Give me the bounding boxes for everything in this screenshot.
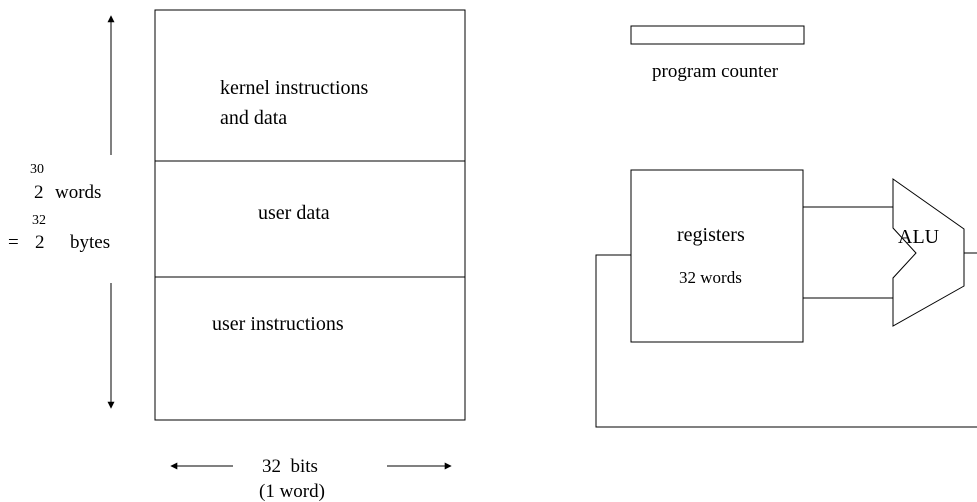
- memory-width-arrow: 32 bits (1 word): [170, 456, 452, 502]
- width-sublabel: (1 word): [259, 481, 325, 502]
- user-instructions-region-label: user instructions: [212, 313, 344, 335]
- registers-box: [630, 169, 804, 343]
- datapath-wires: [595, 206, 977, 428]
- memory-size-label: 30 2 words 32 = 2 bytes: [8, 162, 110, 253]
- alu-label: ALU: [898, 226, 940, 248]
- user-data-region-label: user data: [258, 202, 330, 224]
- registers: registers 32 words: [630, 169, 804, 343]
- kernel-region-label-line1: kernel instructions: [220, 77, 369, 99]
- size-words-base: 2: [34, 182, 44, 203]
- alu: ALU: [892, 178, 965, 327]
- size-words-unit: words: [55, 182, 101, 203]
- size-words-exponent: 30: [30, 162, 44, 177]
- program-counter-box: [630, 25, 805, 45]
- memory-block: kernel instructions and data user data u…: [154, 9, 466, 421]
- size-bytes-prefix: =: [8, 232, 19, 253]
- size-bytes-base: 2: [35, 232, 45, 253]
- program-counter-label: program counter: [652, 61, 779, 82]
- size-bytes-unit: bytes: [70, 232, 110, 253]
- wire-feedback-loop: [595, 254, 977, 428]
- memory-outline: [154, 9, 466, 421]
- kernel-region-label-line2: and data: [220, 107, 287, 129]
- program-counter: program counter: [630, 25, 805, 82]
- registers-label: registers: [677, 224, 745, 246]
- size-bytes-exponent: 32: [32, 213, 46, 228]
- registers-sublabel: 32 words: [679, 268, 742, 287]
- width-label: 32 bits: [262, 456, 318, 477]
- alu-shape: [892, 178, 965, 327]
